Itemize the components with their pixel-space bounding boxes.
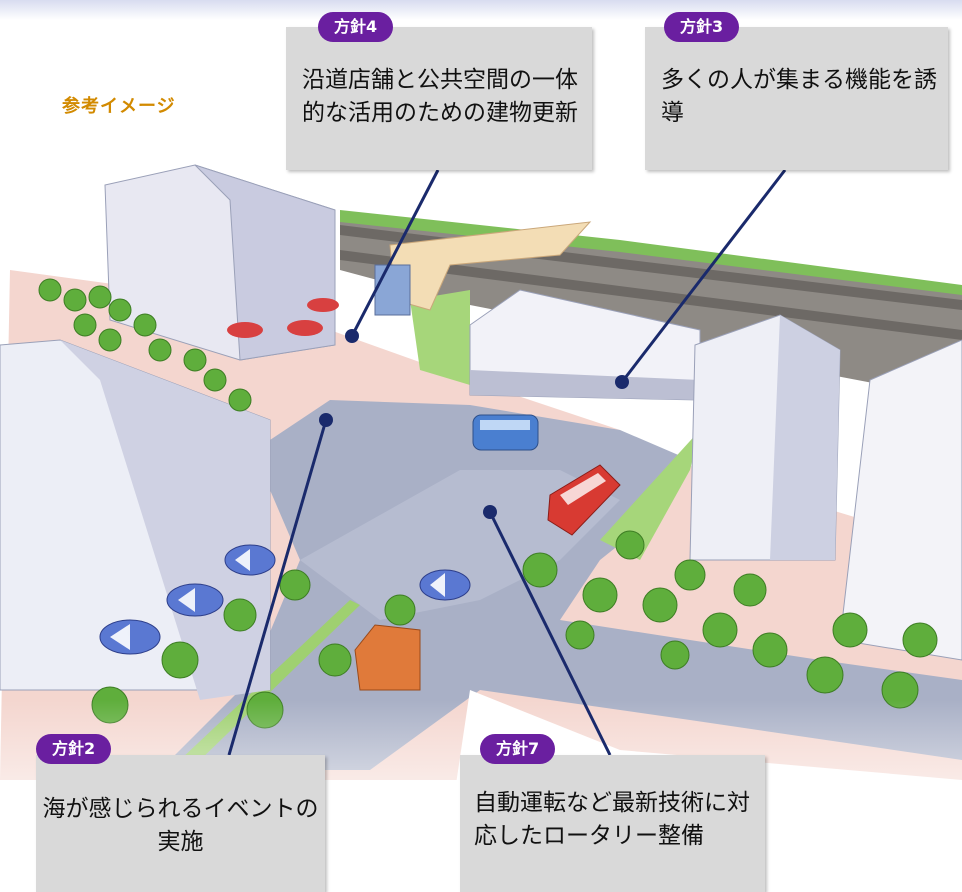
policy-4-text: 沿道店舗と公共空間の一体的な活用のための建物更新	[302, 67, 578, 126]
policy-3-text: 多くの人が集まる機能を誘導	[661, 67, 937, 126]
policy-4-badge: 方針4	[318, 12, 394, 42]
policy-7-text: 自動運転など最新技術に対応したロータリー整備	[474, 790, 750, 849]
policy-3-callout: 多くの人が集まる機能を誘導	[645, 27, 948, 170]
policy-3-badge: 方針3	[664, 12, 740, 42]
policy-2-callout: 海が感じられるイベントの実施	[36, 755, 325, 892]
policy-7-callout: 自動運転など最新技術に対応したロータリー整備	[460, 755, 765, 892]
policy-4-callout: 沿道店舗と公共空間の一体的な活用のための建物更新	[286, 27, 592, 170]
policy-7-badge: 方針7	[480, 734, 556, 764]
policy-2-badge: 方針2	[36, 734, 112, 764]
reference-image-label: 参考イメージ	[62, 96, 176, 117]
policy-2-text: 海が感じられるイベントの実施	[42, 796, 319, 855]
